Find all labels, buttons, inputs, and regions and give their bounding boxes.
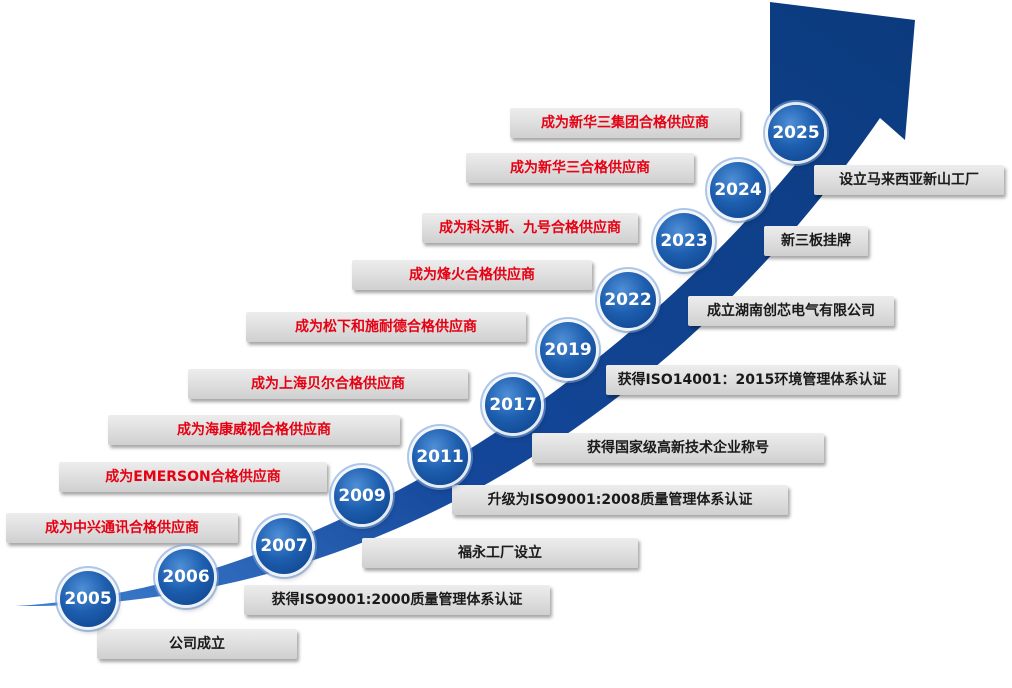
year-badge-2024: 2024	[710, 162, 766, 218]
supplier-label-hikvision: 成为海康威视合格供应商	[108, 415, 400, 445]
year-badge-2006: 2006	[158, 549, 214, 605]
year-badge-2011: 2011	[412, 429, 468, 485]
supplier-label-ecovacs-ninebot: 成为科沃斯、九号合格供应商	[422, 213, 638, 243]
year-badge-2005: 2005	[60, 571, 116, 627]
supplier-label-h3c-group: 成为新华三集团合格供应商	[510, 108, 740, 138]
milestone-label-2006: 获得ISO9001:2000质量管理体系认证	[244, 585, 550, 615]
year-badge-2025: 2025	[768, 105, 824, 161]
year-badge-2022: 2022	[600, 272, 656, 328]
milestone-label-2017: 获得ISO14001：2015环境管理体系认证	[606, 365, 898, 395]
milestone-label-2022: 新三板挂牌	[764, 226, 868, 256]
supplier-label-shanghai-bell: 成为上海贝尔合格供应商	[188, 369, 468, 399]
year-badge-2017: 2017	[485, 377, 541, 433]
supplier-label-fiberhome: 成为烽火合格供应商	[352, 260, 592, 290]
supplier-label-emerson: 成为EMERSON合格供应商	[59, 462, 327, 492]
milestone-label-2011: 获得国家级高新技术企业称号	[532, 433, 824, 463]
milestone-label-2005: 公司成立	[97, 629, 297, 659]
milestone-label-2019: 成立湖南创芯电气有限公司	[688, 296, 894, 326]
year-badge-2023: 2023	[656, 213, 712, 269]
milestone-label-2007: 福永工厂设立	[362, 538, 638, 568]
milestone-label-2009: 升级为ISO9001:2008质量管理体系认证	[452, 485, 788, 515]
milestone-label-2023: 设立马来西亚新山工厂	[814, 165, 1004, 195]
year-badge-2019: 2019	[540, 322, 596, 378]
supplier-label-h3c: 成为新华三合格供应商	[466, 153, 694, 183]
supplier-label-panasonic-schneider: 成为松下和施耐德合格供应商	[246, 312, 526, 342]
supplier-label-zte: 成为中兴通讯合格供应商	[6, 513, 238, 543]
year-badge-2007: 2007	[256, 518, 312, 574]
year-badge-2009: 2009	[334, 468, 390, 524]
